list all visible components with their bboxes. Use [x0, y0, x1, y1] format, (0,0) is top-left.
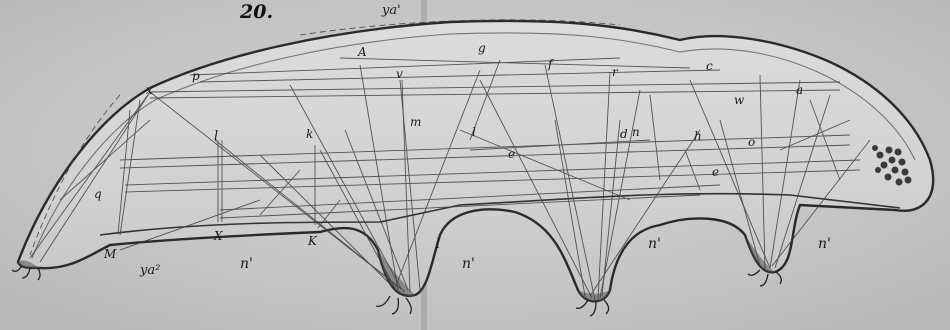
label-g: g	[478, 41, 486, 55]
label-ya2: ya²	[139, 263, 160, 278]
label-ya1: ya'	[381, 3, 401, 18]
figure-number: 20.	[239, 1, 273, 23]
label-n: n	[632, 125, 640, 139]
label-q: q	[94, 187, 102, 201]
label-n3: n'	[648, 236, 661, 252]
label-w: w	[734, 93, 745, 107]
label-l2: l	[472, 125, 476, 139]
label-h: h	[694, 129, 702, 143]
label-a: a	[796, 83, 803, 97]
label-o: o	[748, 135, 755, 149]
label-c: c	[706, 59, 713, 73]
label-l3: l	[436, 237, 440, 252]
label-p: p	[192, 69, 200, 83]
label-m: m	[410, 115, 421, 129]
label-n4: n'	[818, 236, 831, 252]
label-e2: e	[712, 165, 719, 179]
label-x: x	[146, 83, 153, 97]
label-n2: n'	[462, 256, 475, 272]
label-X: X	[213, 229, 223, 243]
label-K: K	[307, 234, 318, 248]
label-n1: n'	[240, 256, 253, 272]
label-l1: l	[214, 129, 218, 144]
label-v: v	[396, 67, 403, 81]
label-e1: e	[508, 147, 515, 161]
label-k1: k	[306, 127, 313, 141]
label-d: d	[620, 127, 628, 141]
label-M: M	[103, 247, 117, 261]
label-A: A	[357, 45, 367, 59]
